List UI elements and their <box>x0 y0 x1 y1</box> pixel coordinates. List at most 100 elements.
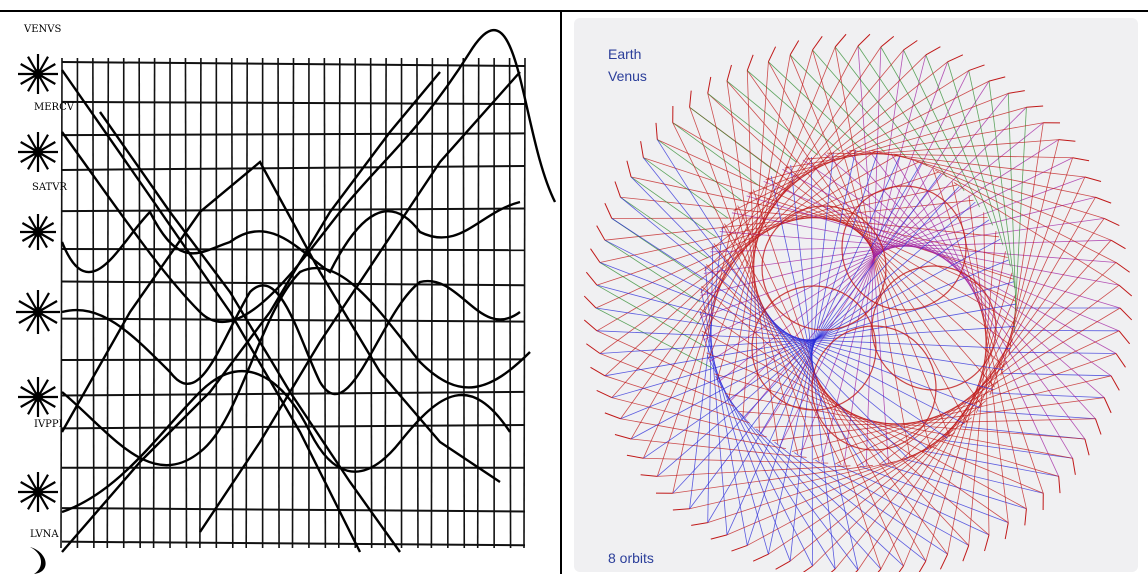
planet-curve <box>60 160 501 483</box>
orbit-chord <box>881 463 1027 510</box>
orbit-chord <box>604 375 750 424</box>
orbit-chord <box>604 239 701 303</box>
star-symbol-icon <box>18 132 58 172</box>
orbit-chord <box>604 199 974 241</box>
orbit-chord <box>903 49 980 208</box>
orbit-chord <box>611 397 767 438</box>
orbit-chord <box>812 49 907 158</box>
planet-curve <box>60 200 521 274</box>
orbit-chord <box>959 197 1096 429</box>
orbit-chord <box>747 432 956 546</box>
orbit-chord <box>672 464 873 494</box>
orbit-chord <box>812 381 999 567</box>
planet-symbols <box>16 54 60 512</box>
planet-curves <box>60 29 557 553</box>
planet-curve <box>61 71 441 553</box>
orbit-chord <box>834 46 911 458</box>
orbit-chord <box>794 452 948 555</box>
planet-label: IVPPI <box>34 419 63 430</box>
orbit-chord <box>599 353 735 407</box>
orbit-chord <box>726 80 995 388</box>
star-symbol-icon <box>18 472 58 512</box>
orbit-chord <box>596 284 705 347</box>
orbit-chord <box>1008 122 1044 355</box>
venus-label: Venus <box>608 68 647 84</box>
orbit-chord <box>1007 93 1017 311</box>
orbit-chord <box>849 149 1085 178</box>
orbit-chord <box>726 155 901 536</box>
orbit-chord <box>746 151 879 546</box>
orbit-chord <box>846 150 1096 419</box>
orbit-chord <box>768 417 972 555</box>
orbit-chord <box>716 49 813 380</box>
orbit-chord <box>968 70 1011 267</box>
planet-curve <box>61 29 557 324</box>
orbit-chord <box>599 262 702 325</box>
planet-curve <box>61 370 511 514</box>
orbit-chord <box>699 308 1009 523</box>
orbit-chord <box>914 160 1112 241</box>
orbit-chord <box>975 176 1086 414</box>
orbit-chord <box>711 61 948 250</box>
orbit-chord <box>733 80 990 212</box>
orbit-chord <box>713 243 948 555</box>
planet-curve <box>61 266 531 467</box>
orbit-chord <box>739 413 882 570</box>
planet-curve <box>99 111 401 553</box>
orbit-chord <box>746 70 760 432</box>
orbit-chord <box>699 46 882 316</box>
orbit-chord <box>611 152 832 398</box>
orbit-chord <box>935 169 1117 263</box>
orbit-lines <box>595 45 1121 571</box>
orbit-chord <box>737 205 904 567</box>
header-label: VENVS <box>23 24 61 35</box>
orbit-chord <box>925 272 1013 562</box>
orbit-chord <box>742 61 769 417</box>
orbit-chord <box>812 49 932 449</box>
orbit-chord <box>747 70 841 152</box>
orbits-count-label: 8 orbits <box>608 550 654 566</box>
orbit-chord <box>947 61 1004 246</box>
orbit-chord <box>595 307 712 369</box>
earth-label: Earth <box>608 46 642 62</box>
orbit-chord <box>748 93 1009 195</box>
outer-ring <box>583 33 1133 572</box>
orbit-chord <box>811 156 813 567</box>
orbit-chord <box>953 182 1120 286</box>
star-symbol-icon <box>16 290 60 334</box>
orbit-chord <box>837 464 990 536</box>
orbit-chord <box>857 339 1014 571</box>
star-symbol-icon <box>20 214 56 250</box>
orbit-chord <box>789 151 834 562</box>
orbit-chord <box>705 264 970 546</box>
orbit-spirograph <box>583 33 1133 572</box>
orbit-chord <box>774 441 927 562</box>
orbit-chord <box>789 54 951 437</box>
orbit-chord <box>903 458 1044 494</box>
star-symbol-icon <box>18 54 58 94</box>
panel-divider <box>560 10 562 574</box>
grid <box>60 57 526 549</box>
orbit-chord <box>643 157 729 219</box>
orbit-chord <box>720 70 969 230</box>
orbit-chord <box>983 212 990 535</box>
orbit-chord <box>611 217 988 219</box>
orbit-chord <box>738 410 1085 440</box>
orbit-chord <box>596 154 898 332</box>
orbit-chord <box>790 165 836 570</box>
top-rule <box>0 10 1148 12</box>
orbit-chord <box>756 428 904 567</box>
orbit-chord <box>707 93 1005 368</box>
orbit-chord <box>643 157 1014 280</box>
orbit-chord <box>988 81 1016 289</box>
orbit-chord <box>805 139 1059 160</box>
orbit-chord <box>1013 107 1027 333</box>
orbit-chord <box>859 465 1009 523</box>
inner-lobes <box>751 185 997 451</box>
orbit-chord <box>689 106 777 173</box>
orbit-chord <box>765 106 1027 181</box>
orbit-chord <box>789 400 987 562</box>
orbit-chord <box>925 54 994 226</box>
orbit-chord <box>768 61 863 151</box>
